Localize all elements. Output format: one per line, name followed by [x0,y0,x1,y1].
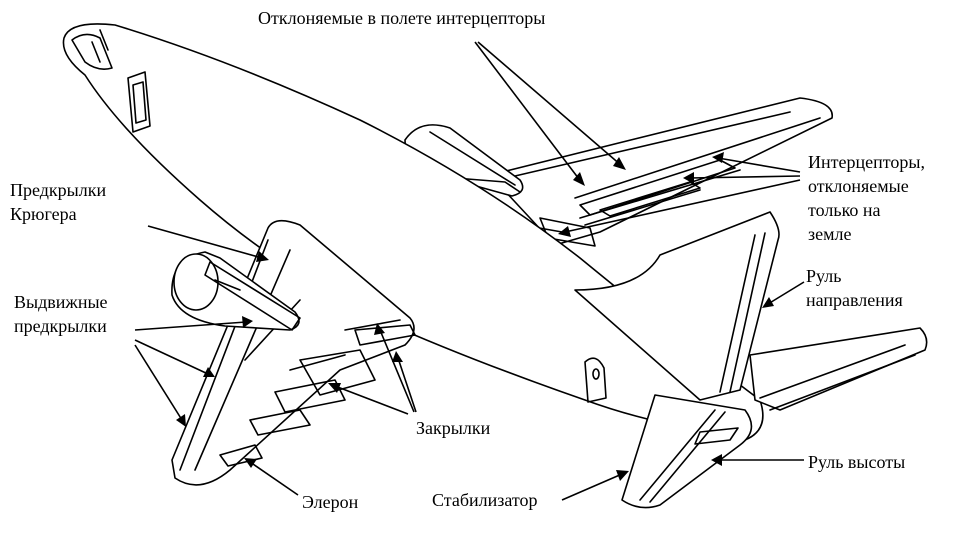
label-elevator: Руль высоты [808,452,906,472]
label-ground-spoilers: Интерцепторы, отклоняемые только на земл… [808,150,925,246]
label-krueger-flaps-line-1: Предкрылки [10,180,107,200]
label-rudder-line-2: направления [806,290,903,310]
label-in-flight-spoilers: Отклоняемые в полете интерцепторы [258,8,546,28]
label-slats-line-1: Выдвижные [14,292,108,312]
label-aileron: Элерон [302,492,359,512]
vertical-fin [574,211,780,401]
left-wing [171,219,416,486]
label-rudder-line-1: Руль [806,266,842,286]
label-krueger-flaps: Предкрылки Крюгера [10,178,106,226]
label-slats-line-2: предкрылки [14,316,107,336]
right-stabilizer [749,327,928,411]
right-wing [489,97,833,247]
label-ground-spoilers-line-2: отклоняемые [808,176,909,196]
label-ground-spoilers-line-4: земле [808,224,852,244]
left-engine [171,251,301,331]
label-ground-spoilers-line-1: Интерцепторы, [808,152,925,172]
label-stabilizer: Стабилизатор [432,490,538,510]
label-ground-spoilers-line-3: только на [808,200,881,220]
label-rudder: Руль направления [806,264,903,312]
label-slats: Выдвижные предкрылки [14,290,108,338]
label-flaps: Закрылки [416,418,491,438]
left-stabilizer [621,394,753,509]
leader-lines [134,41,805,501]
label-krueger-flaps-line-2: Крюгера [10,204,77,224]
